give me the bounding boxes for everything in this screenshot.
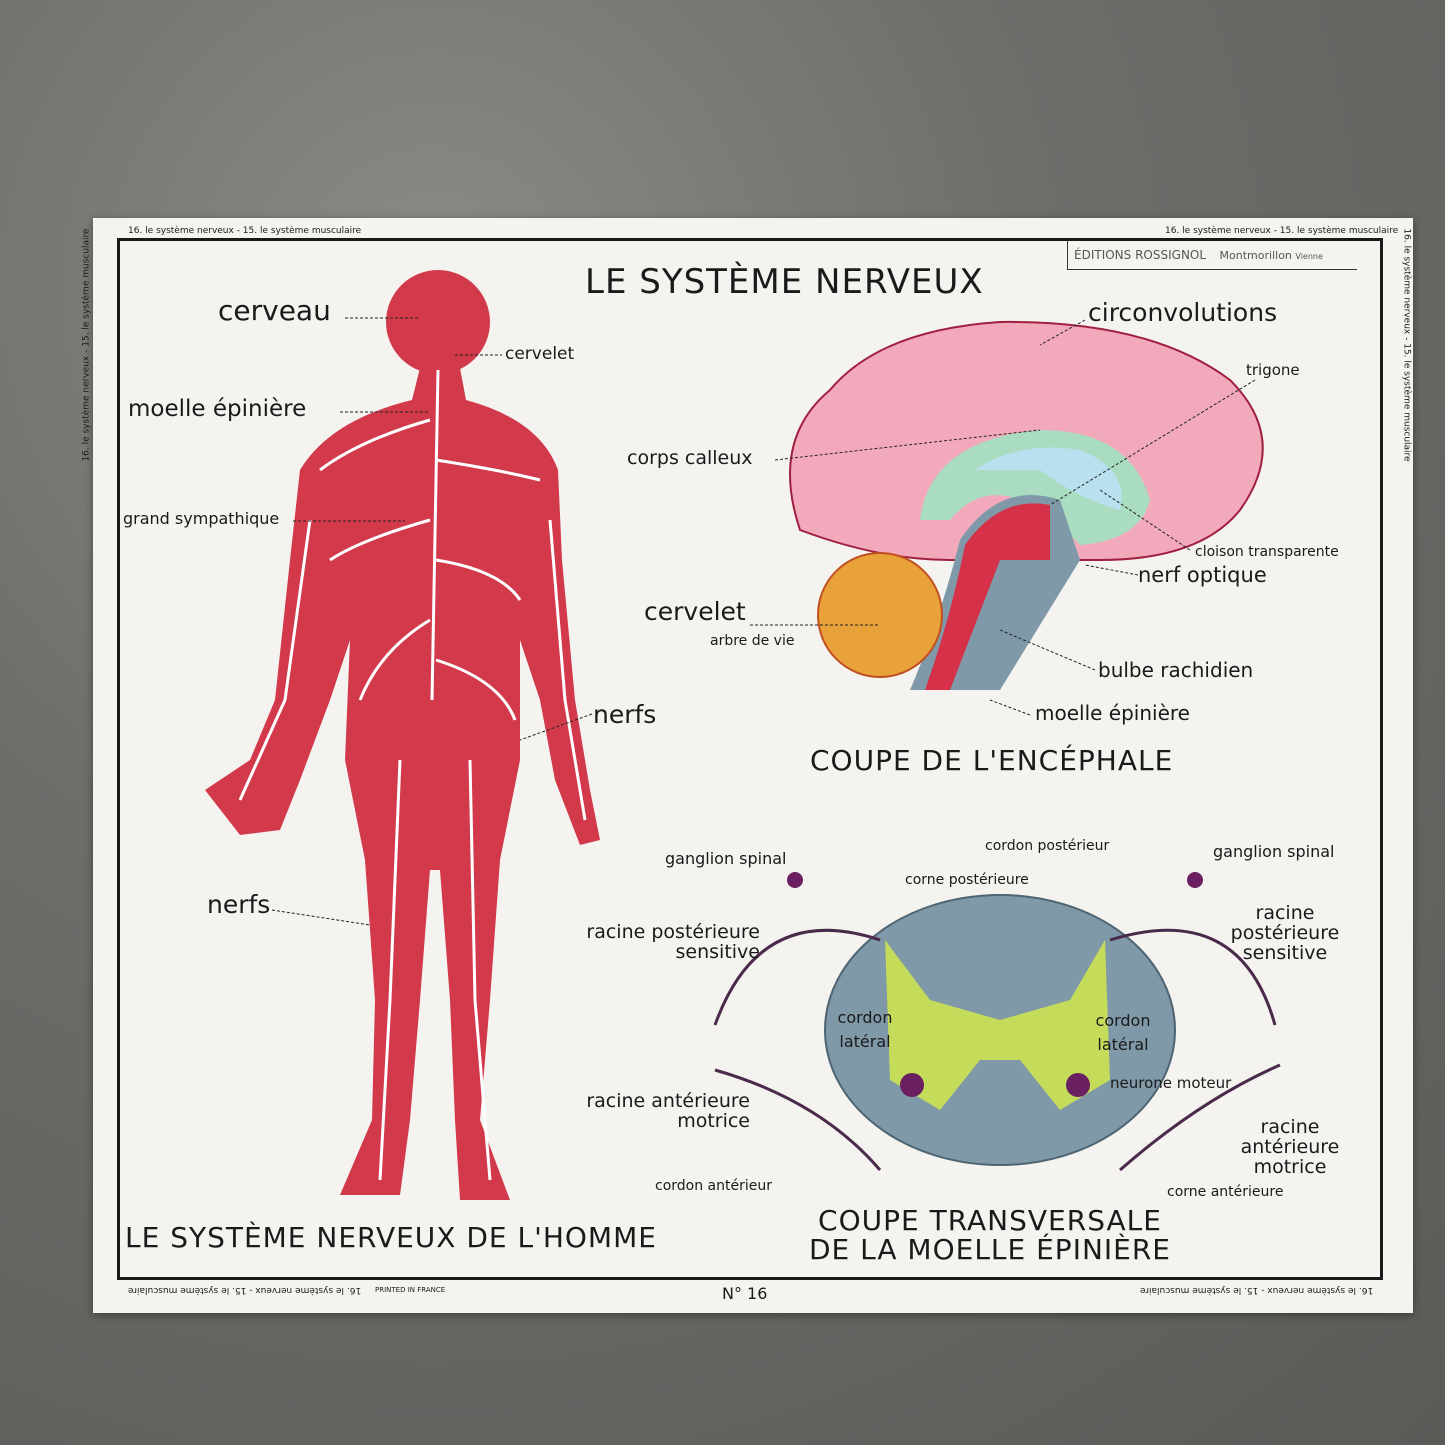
label-corps-calleux: corps calleux (627, 447, 753, 469)
label-moelle-figure: moelle épinière (128, 396, 307, 422)
label-ganglion-right: ganglion spinal (1213, 842, 1335, 861)
label-arbre-de-vie: arbre de vie (710, 633, 795, 649)
label-nerf-optique: nerf optique (1138, 563, 1267, 587)
cordon-lat-l-line1: cordon (837, 1008, 893, 1027)
margin-text-top-right: 16. le système nerveux - 15. le système … (1165, 226, 1399, 236)
publisher-region: Vienne (1295, 252, 1323, 261)
label-cordon-lateral-right: cordon latéral (1088, 1009, 1158, 1057)
publisher-city: Montmorillon (1219, 249, 1292, 262)
margin-text-top-left: 16. le système nerveux - 15. le système … (128, 226, 362, 236)
label-nerfs-leg: nerfs (207, 890, 271, 919)
label-grand-sympathique: grand sympathique (123, 509, 280, 528)
label-moelle-brain: moelle épinière (1035, 701, 1190, 725)
cordon-lat-r-line2: latéral (1097, 1035, 1149, 1054)
label-trigone: trigone (1246, 361, 1300, 379)
racine-post-l-line1: racine postérieure (586, 921, 760, 943)
label-ganglion-left: ganglion spinal (665, 849, 787, 868)
label-racine-anterieure-left: racine antérieure motrice (550, 1090, 750, 1132)
publisher-box: ÉDITIONS ROSSIGNOL Montmorillon Vienne (1067, 240, 1357, 270)
poster-number: N° 16 (722, 1284, 768, 1303)
nerve-lines (238, 369, 587, 1181)
caption-spinal-line2: DE LA MOELLE ÉPINIÈRE (808, 1233, 1171, 1267)
racine-ant-l-line1: racine antérieure (586, 1090, 750, 1112)
label-corne-anterieure: corne antérieure (1167, 1184, 1284, 1200)
racine-ant-r-line2: antérieure (1240, 1135, 1340, 1158)
cordon-lat-l-line2: latéral (839, 1032, 891, 1051)
racine-ant-r-line1: racine (1260, 1116, 1320, 1138)
label-cerveau: cerveau (218, 294, 331, 327)
poster-title: LE SYSTÈME NERVEUX (585, 262, 984, 302)
caption-spinal: COUPE TRANSVERSALE DE LA MOELLE ÉPINIÈRE (790, 1206, 1190, 1265)
caption-body-figure: LE SYSTÈME NERVEUX DE L'HOMME (125, 1221, 657, 1254)
human-nervous-system-figure (205, 270, 600, 1200)
racine-post-r-line1: racine (1255, 902, 1315, 924)
label-racine-posterieure-right: racine postérieure sensitive (1220, 902, 1350, 964)
label-neurone-moteur: neurone moteur (1110, 1074, 1232, 1092)
label-bulbe: bulbe rachidien (1098, 658, 1254, 682)
cordon-lat-r-line1: cordon (1095, 1011, 1151, 1030)
caption-brain: COUPE DE L'ENCÉPHALE (810, 744, 1174, 777)
label-racine-posterieure-left: racine postérieure sensitive (555, 921, 760, 963)
leader-lines-brain (750, 319, 1256, 716)
racine-post-r-line3: sensitive (1242, 941, 1328, 964)
racine-ant-r-line3: motrice (1253, 1155, 1327, 1178)
racine-post-l-line2: sensitive (675, 940, 760, 963)
label-nerfs-arm: nerfs (593, 700, 657, 729)
leader-lines-figure (271, 317, 593, 926)
label-cloison: cloison transparente (1195, 544, 1339, 560)
label-circonvolutions: circonvolutions (1088, 298, 1278, 327)
printed-in-france: PRINTED IN FRANCE (375, 1286, 446, 1294)
brain-section (789, 320, 1264, 690)
label-cervelet-brain: cervelet (644, 597, 746, 626)
label-corne-posterieure: corne postérieure (905, 872, 1029, 888)
racine-post-r-line2: postérieure (1230, 921, 1340, 944)
publisher-name: ÉDITIONS ROSSIGNOL (1074, 248, 1207, 262)
label-cordon-lateral-left: cordon latéral (830, 1006, 900, 1054)
label-cordon-anterieur: cordon antérieur (655, 1178, 772, 1194)
racine-ant-l-line2: motrice (677, 1109, 750, 1132)
label-cordon-posterieur: cordon postérieur (985, 838, 1110, 854)
spinal-cord-section (713, 872, 1281, 1172)
caption-spinal-line1: COUPE TRANSVERSALE (818, 1204, 1162, 1237)
poster-frame (117, 238, 1383, 1280)
label-cervelet-figure: cervelet (505, 344, 575, 364)
label-racine-anterieure-right: racine antérieure motrice (1225, 1116, 1355, 1178)
